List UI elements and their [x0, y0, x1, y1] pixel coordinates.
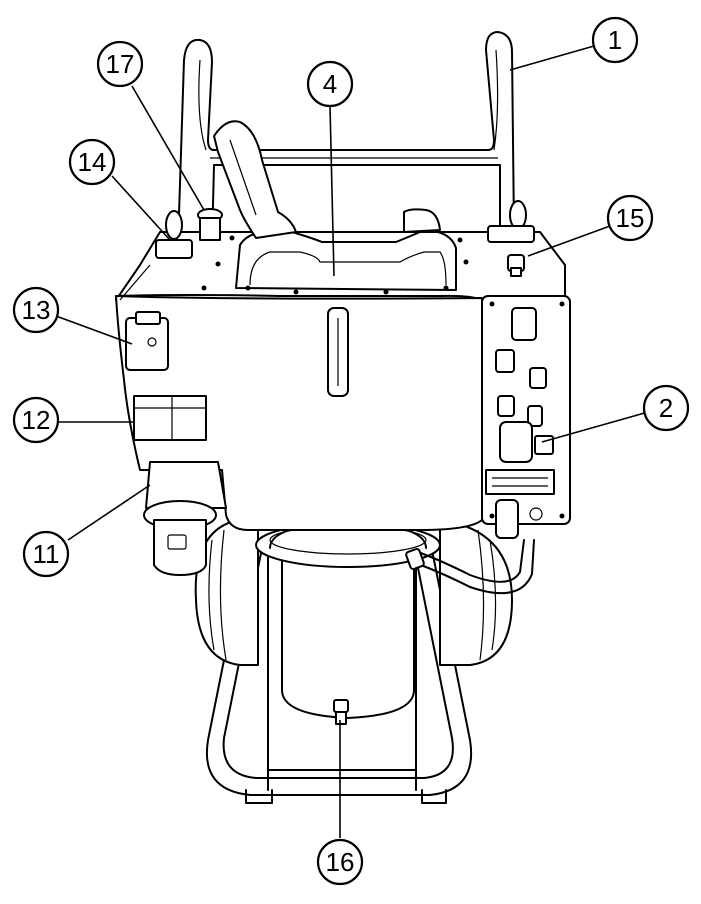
drain-valve [333, 699, 349, 725]
right-wheel [439, 519, 513, 666]
leader-lines [55, 45, 649, 838]
callout-12: 12 [12, 396, 60, 444]
callout-12-label: 12 [22, 405, 51, 435]
callout-11: 11 [22, 530, 70, 578]
filler-cap [197, 208, 223, 241]
air-hose [405, 539, 535, 595]
right-lifting-eye [487, 200, 535, 277]
callout-16-label: 16 [326, 847, 355, 877]
callout-1: 1 [591, 16, 639, 64]
callout-4: 4 [306, 60, 354, 108]
callout-15-label: 15 [616, 203, 645, 233]
callout-1-label: 1 [608, 25, 622, 55]
callout-14-label: 14 [78, 147, 107, 177]
callout-2: 2 [642, 384, 690, 432]
callout-2-label: 2 [659, 393, 673, 423]
callout-16: 16 [316, 838, 364, 886]
callout-13-label: 13 [22, 295, 51, 325]
left-lifting-eye [155, 210, 193, 259]
callout-13: 13 [12, 286, 60, 334]
callout-17-label: 17 [106, 49, 135, 79]
level-gauge [327, 307, 349, 397]
callout-17: 17 [96, 40, 144, 88]
label-plate [133, 395, 207, 441]
callout-15: 15 [606, 194, 654, 242]
screws [201, 235, 565, 519]
lift-arm [213, 120, 297, 239]
callout-4-label: 4 [323, 69, 337, 99]
power-plug [143, 461, 227, 576]
top-tray [235, 208, 457, 291]
switch-box [125, 311, 169, 371]
callout-14: 14 [68, 138, 116, 186]
left-wheel [194, 519, 259, 666]
connection-panel [485, 307, 555, 539]
callout-11-label: 11 [33, 539, 60, 569]
